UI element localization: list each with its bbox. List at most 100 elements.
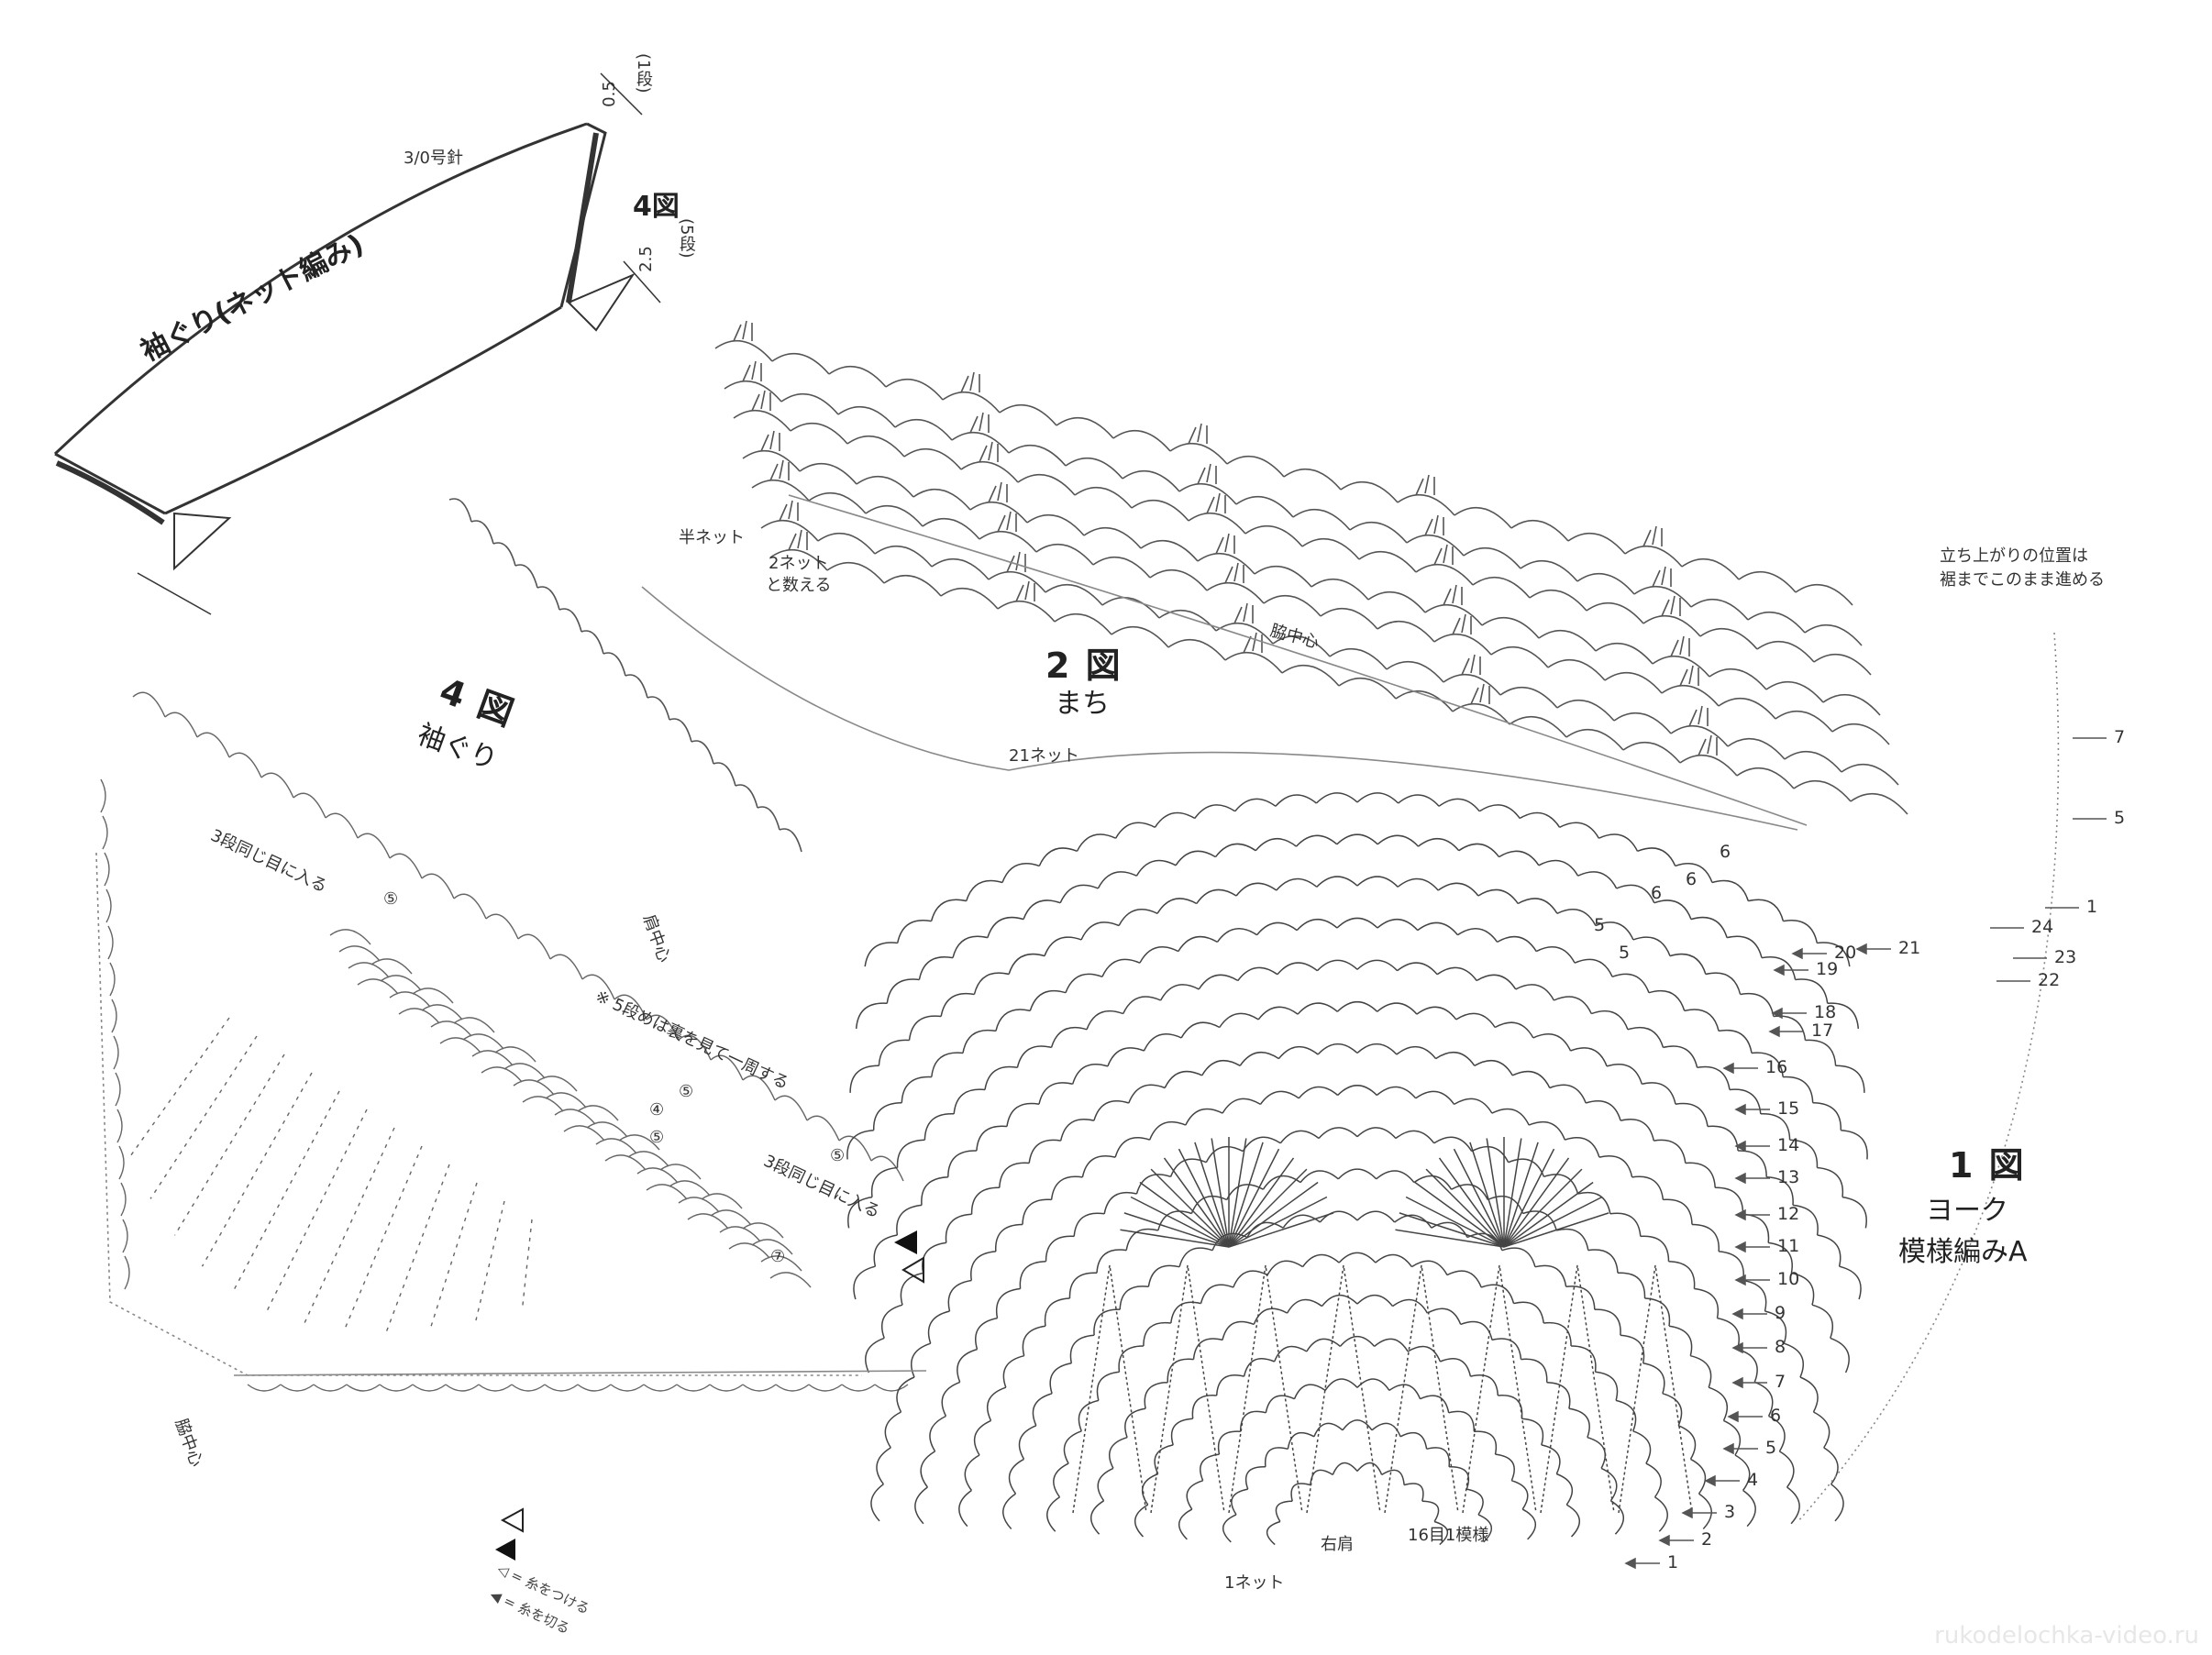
- yoke-net-loop: [1577, 1191, 1611, 1214]
- yoke-net-loop: [1783, 920, 1819, 943]
- yoke-net-loop: [1559, 822, 1600, 839]
- gusset-net-loop: [1586, 601, 1644, 624]
- yoke-pineapple-body: [1540, 1264, 1615, 1514]
- yoke-net-loop: [1403, 1483, 1424, 1502]
- yoke-row-number: 12: [1777, 1204, 1800, 1224]
- armhole-net-loop: [618, 1134, 660, 1151]
- gusset-net-loop: [1149, 568, 1208, 591]
- gusset-fan: [1188, 423, 1208, 445]
- yoke-net-loop: [1591, 1010, 1629, 1031]
- armhole-bottom-chain: [478, 1384, 513, 1392]
- gusset-net-loop: [1349, 521, 1408, 544]
- armhole-side-chain: [104, 852, 110, 887]
- gusset-net-loop: [997, 600, 1056, 623]
- yoke-net-loop: [1096, 1371, 1120, 1401]
- yoke-pineapple-fan: [1503, 1138, 1522, 1248]
- yoke-net-loop: [1394, 1214, 1432, 1229]
- armhole-net-loop: [760, 1255, 802, 1272]
- yoke-net-loop: [1768, 1415, 1786, 1452]
- yoke-net-loop: [1279, 1130, 1320, 1144]
- gusset-net-loop: [1281, 664, 1340, 687]
- yoke-pineapple-fan: [1503, 1148, 1555, 1248]
- armhole-net-loop: [554, 1109, 596, 1125]
- gusset-edge-scallop: [713, 762, 736, 787]
- row-arrowhead: [1681, 1506, 1693, 1519]
- yoke-net-loop: [1125, 1228, 1158, 1251]
- armhole-net-loop: [462, 1033, 504, 1050]
- row-arrowhead: [1624, 1557, 1636, 1570]
- yoke-net-loop: [908, 1015, 942, 1041]
- yoke-net-loop: [1196, 888, 1237, 904]
- yoke-pineapple-fan: [1194, 1142, 1230, 1248]
- yoke-net-loop: [1237, 966, 1278, 981]
- yoke-pineapple-fan: [1503, 1196, 1603, 1248]
- yoke-pineapple-fan: [1228, 1212, 1334, 1248]
- yoke-net-loop: [1779, 1451, 1795, 1488]
- yoke-net-loop: [1495, 1453, 1515, 1482]
- row-arrowhead: [1773, 964, 1785, 976]
- armhole-bottom-chain: [379, 1384, 414, 1392]
- fig1-pattern: 模様編みA: [1898, 1236, 2028, 1268]
- yoke-net-loop: [1290, 1483, 1311, 1502]
- gusset-net-loop: [1481, 616, 1540, 639]
- armhole-edge-scallop: [710, 1054, 744, 1081]
- yoke-net-loop: [1002, 1354, 1024, 1388]
- gusset-net-loop: [865, 504, 924, 527]
- yoke-net-loop: [1156, 898, 1198, 914]
- armhole-bottom-chain: [775, 1384, 810, 1392]
- gusset-net-loop: [1092, 556, 1151, 579]
- yoke-net-loop: [1377, 918, 1419, 932]
- yoke-net-loop: [1200, 1284, 1234, 1304]
- yoke-net-loop: [1337, 1085, 1377, 1097]
- armhole-net-loop: [453, 1017, 495, 1033]
- yoke-net-loop: [1356, 1210, 1396, 1223]
- gusset-net-loop: [1538, 629, 1597, 652]
- gusset-net-loop: [1377, 620, 1435, 643]
- yoke-net-loop: [1476, 974, 1517, 990]
- yoke-net-loop: [1570, 1047, 1608, 1067]
- yoke-net-loop: [1301, 1253, 1340, 1268]
- yoke-net-loop: [1170, 1418, 1193, 1446]
- gusset-net-loop: [1472, 576, 1531, 599]
- gusset-row-number: 7: [2114, 727, 2126, 747]
- gusset-net-loop: [826, 561, 885, 584]
- yoke-net-loop: [1511, 1480, 1529, 1510]
- yoke-net-loop: [1645, 1462, 1662, 1498]
- gusset-net-loop: [1178, 482, 1237, 505]
- yoke-net-loop: [1032, 1393, 1053, 1427]
- gusset-net-loop: [1367, 590, 1426, 613]
- gusset-net-loop: [1244, 524, 1303, 547]
- gusset-net-loop: [808, 491, 867, 514]
- armhole-bottom-chain: [643, 1384, 678, 1392]
- yoke-net-loop: [1440, 1358, 1472, 1377]
- armhole-net-loop: [494, 1046, 536, 1063]
- gusset-net-loop: [1443, 673, 1501, 696]
- armhole-edge-scallop: [774, 1095, 808, 1121]
- yoke-net-loop: [1685, 1162, 1716, 1188]
- yoke-net-loop: [1044, 1297, 1070, 1327]
- gusset-net-loop: [1083, 526, 1142, 549]
- fig2-note-line2: 裾までこのまま進める: [1940, 570, 2105, 590]
- gusset-net-loop: [1131, 499, 1189, 522]
- yoke-net-loop: [846, 1129, 874, 1160]
- gusset-net-loop: [790, 422, 848, 445]
- gusset-net-loop: [1775, 710, 1833, 733]
- gusset-fan: [979, 441, 999, 463]
- yoke-net-loop: [1356, 1462, 1383, 1475]
- yoke-row-number: 15: [1777, 1098, 1800, 1119]
- armhole-net-loop: [627, 1151, 669, 1167]
- gusset-edge-scallop: [603, 652, 626, 677]
- yoke-net-loop: [1416, 1006, 1457, 1021]
- row-arrowhead: [1727, 1410, 1739, 1423]
- gusset-net-loop: [969, 501, 1028, 524]
- gusset-net-loop: [724, 380, 782, 403]
- gusset-fan: [1652, 566, 1672, 588]
- inner-row-number: 5: [1619, 943, 1631, 963]
- yoke-net-loop: [1306, 1338, 1341, 1352]
- yoke-net-loop: [995, 1287, 1021, 1318]
- yoke-net-loop: [1477, 1514, 1492, 1543]
- yoke-net-loop: [1262, 1175, 1301, 1190]
- yoke-net-loop: [1107, 1047, 1145, 1067]
- gusset-net-loop: [1045, 583, 1103, 606]
- yoke-net-loop: [1653, 899, 1692, 920]
